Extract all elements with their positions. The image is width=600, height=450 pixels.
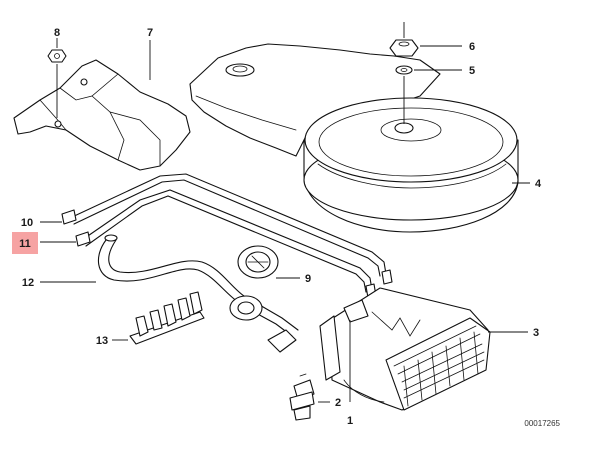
callout-4[interactable]: 4 (535, 178, 542, 190)
purge-valve (289, 373, 330, 421)
purge-hose (97, 234, 299, 353)
callout-2[interactable]: 2 (335, 397, 341, 409)
vent-lines (61, 173, 393, 299)
diagram-reference-number: 00017265 (524, 419, 560, 428)
callout-6[interactable]: 6 (469, 41, 475, 53)
washer (395, 65, 413, 124)
nut-large (389, 22, 419, 57)
callout-1[interactable]: 1 (347, 415, 353, 427)
callout-13[interactable]: 13 (96, 335, 108, 347)
callout-10[interactable]: 10 (21, 217, 33, 229)
carbon-canister (319, 287, 491, 411)
callout-11[interactable]: 11 (19, 238, 31, 250)
callout-5[interactable]: 5 (469, 65, 475, 77)
hose-clip-holder (129, 291, 205, 345)
leader-lines (40, 40, 530, 402)
nut-small (47, 38, 67, 118)
callout-3[interactable]: 3 (533, 327, 539, 339)
callout-7[interactable]: 7 (147, 27, 153, 39)
callout-12[interactable]: 12 (22, 277, 34, 289)
rubber-grommet (237, 245, 279, 279)
hose-grommet (229, 295, 263, 321)
callout-9[interactable]: 9 (305, 273, 311, 285)
callout-8[interactable]: 8 (54, 27, 60, 39)
heat-shield (13, 59, 191, 171)
callout-11-highlight (12, 232, 38, 254)
canister-with-bracket (189, 43, 519, 233)
